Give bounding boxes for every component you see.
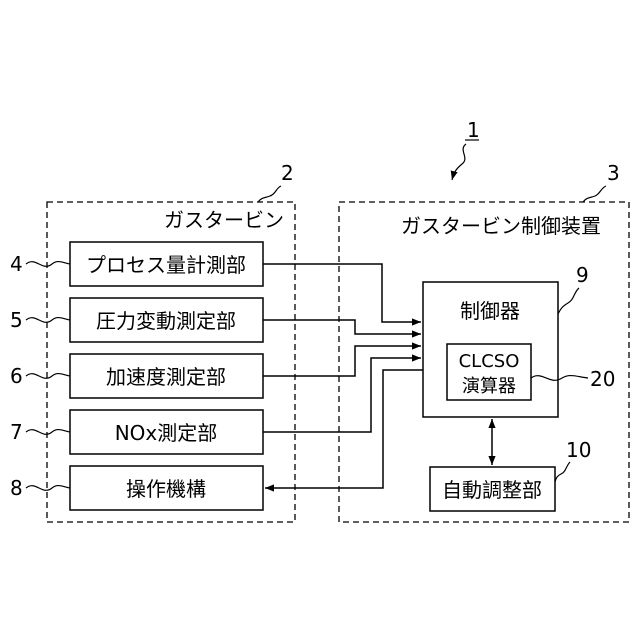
ref-numeral-3: 3 xyxy=(607,161,620,185)
ref-2-leader xyxy=(258,186,281,202)
ref-9-leader xyxy=(558,288,579,314)
ref-4-leader xyxy=(26,262,70,267)
nox-signal-line xyxy=(263,358,421,432)
ref-5-leader xyxy=(26,318,70,323)
actuator-command-line xyxy=(265,370,423,488)
ref-3-leader xyxy=(583,186,606,202)
ref-numeral-10: 10 xyxy=(566,438,591,462)
accel-signal-line xyxy=(263,346,421,376)
ref-6-leader xyxy=(26,374,70,379)
clcso-label-line1: CLCSO xyxy=(459,351,520,372)
ref-8-leader xyxy=(26,486,70,491)
ref-numeral-1: 1 xyxy=(467,118,480,142)
ref-numeral-20: 20 xyxy=(590,367,615,391)
ref-1-leader xyxy=(452,144,466,180)
pressure-measurement-label: 圧力変動測定部 xyxy=(96,309,236,333)
control-device-title: ガスタービン制御装置 xyxy=(401,214,601,238)
controller-label: 制御器 xyxy=(460,299,520,323)
clcso-label-line2: 演算器 xyxy=(462,376,516,397)
ref-numeral-7: 7 xyxy=(10,420,23,444)
auto-adjust-label: 自動調整部 xyxy=(442,478,542,502)
process-measurement-label: プロセス量計測部 xyxy=(86,253,246,277)
acceleration-measurement-label: 加速度測定部 xyxy=(106,365,226,389)
ref-10-leader xyxy=(555,462,570,482)
actuator-label: 操作機構 xyxy=(126,477,206,501)
nox-measurement-label: NOx測定部 xyxy=(115,421,218,445)
ref-numeral-9: 9 xyxy=(576,263,589,287)
process-signal-line xyxy=(263,264,421,322)
ref-numeral-4: 4 xyxy=(10,252,23,276)
ref-numeral-2: 2 xyxy=(281,161,294,185)
ref-numeral-8: 8 xyxy=(10,476,23,500)
ref-numeral-6: 6 xyxy=(10,364,23,388)
gas-turbine-title: ガスタービン xyxy=(164,208,284,232)
ref-7-leader xyxy=(26,430,70,435)
ref-numeral-5: 5 xyxy=(10,308,23,332)
